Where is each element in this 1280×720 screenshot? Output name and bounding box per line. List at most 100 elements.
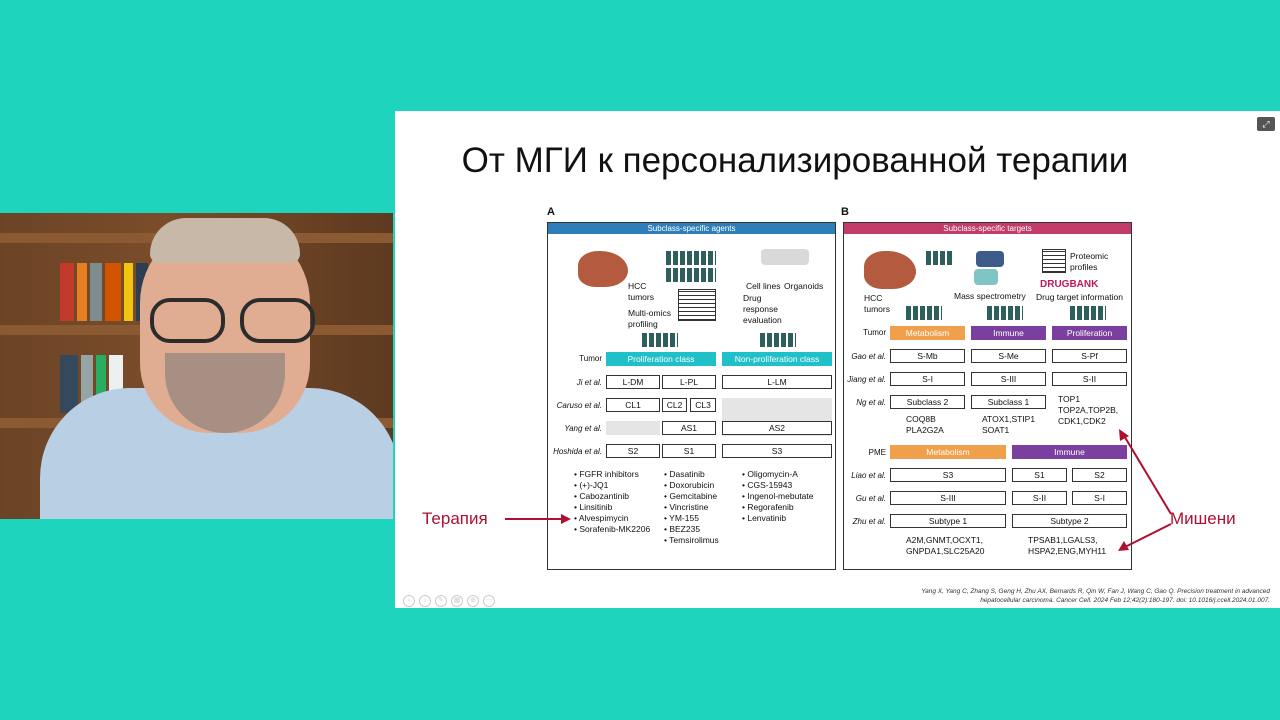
patients-icon [760, 333, 796, 347]
proteomic-grid-icon [1042, 249, 1066, 273]
cell: S-Pf [1052, 349, 1127, 363]
proliferation-header: Proliferation [1052, 326, 1127, 340]
panel-b-header: Subclass-specific targets [844, 223, 1131, 234]
panel-a-header: Subclass-specific agents [548, 223, 835, 234]
next-icon[interactable]: › [419, 595, 431, 607]
webcam-video [0, 213, 393, 519]
panel-b-letter: B [841, 206, 849, 218]
patients-icon [666, 268, 716, 282]
person-hair [150, 218, 300, 263]
row-label: Zhu et al. [852, 517, 886, 526]
ng-targets-2: ATOX1,STIP1 SOAT1 [982, 414, 1036, 435]
pme-metabolism-header: Metabolism [890, 445, 1006, 459]
cell: S1 [662, 444, 716, 458]
slide-title: От МГИ к персонализированной терапии [461, 141, 1129, 180]
cell: Subtype 2 [1012, 514, 1127, 528]
cell: AS2 [722, 421, 832, 435]
proteomic-label: Proteomic profiles [1070, 251, 1109, 272]
pen-icon[interactable]: ✎ [435, 595, 447, 607]
row-label: Hoshida et al. [553, 447, 602, 456]
cell: S3 [890, 468, 1006, 482]
omics-grid-icon [678, 289, 716, 321]
spectrometer-icon [976, 251, 1004, 267]
test-tubes-icon [761, 249, 809, 265]
cell: Subtype 1 [890, 514, 1006, 528]
glasses [150, 298, 320, 343]
ng-targets-1: COQ8B PLA2G2A [906, 414, 944, 435]
cell: S1 [1012, 468, 1067, 482]
patients-icon [926, 251, 954, 265]
panel-a: Subclass-specific agents HCC tumors Mult… [547, 222, 836, 570]
cell: AS1 [662, 421, 716, 435]
cell: S-Me [971, 349, 1046, 363]
expand-icon[interactable]: ⤢ [1257, 117, 1275, 131]
zhu-targets-1: A2M,GNMT,OCXT1, GNPDA1,SLC25A20 [906, 535, 985, 556]
hcc-label: HCC tumors [864, 293, 890, 314]
organoids-label: Organoids [784, 281, 824, 291]
sample-icon [974, 269, 998, 285]
therapy-arrow [505, 514, 571, 524]
drug-list-3: • Oligomycin-A• CGS-15943• Ingenol-mebut… [742, 469, 814, 523]
cell: Subclass 2 [890, 395, 965, 409]
slides-icon[interactable]: ▦ [451, 595, 463, 607]
patients-icon [1070, 306, 1106, 320]
metabolism-header: Metabolism [890, 326, 965, 340]
cell: S-II [1012, 491, 1067, 505]
cell: S3 [722, 444, 832, 458]
cell: L-PL [662, 375, 716, 389]
row-label: Yang et al. [564, 424, 602, 433]
targets-arrows [1118, 429, 1172, 551]
row-label: Ng et al. [856, 398, 886, 407]
row-tumor-label: Tumor [579, 354, 602, 363]
drug-target-label: Drug target information [1036, 292, 1123, 302]
cell: S-I [890, 372, 965, 386]
pme-immune-header: Immune [1012, 445, 1127, 459]
row-label: Gu et al. [855, 494, 886, 503]
row-tumor-label: Tumor [863, 328, 886, 337]
empty-cell [606, 421, 660, 435]
drugbank-logo: DRUGBANK [1040, 279, 1099, 290]
immune-header: Immune [971, 326, 1046, 340]
cell: Subclass 1 [971, 395, 1046, 409]
liver-icon [864, 251, 916, 289]
slide-toolbar: ‹ › ✎ ▦ ⊕ ⋯ [403, 595, 495, 607]
cell: S2 [1072, 468, 1127, 482]
hcc-label: HCC tumors [628, 281, 654, 302]
panel-a-letter: A [547, 206, 555, 218]
cell: S-Mb [890, 349, 965, 363]
more-icon[interactable]: ⋯ [483, 595, 495, 607]
drug-list-1: • FGFR inhibitors• (+)-JQ1• Cabozantinib… [574, 469, 651, 534]
citation: Yang X, Yang C, Zhang S, Geng H, Zhu AX,… [921, 588, 1270, 604]
row-label: Jiang et al. [847, 375, 886, 384]
ng-targets-3: TOP1 TOP2A,TOP2B, CDK1,CDK2 [1058, 394, 1119, 426]
presentation-slide: ⤢ От МГИ к персонализированной терапии A… [395, 111, 1280, 608]
proliferation-class-header: Proliferation class [606, 352, 716, 366]
drug-list-2: • Dasatinib• Doxorubicin• Gemcitabine • … [664, 469, 719, 545]
zhu-targets-2: TPSAB1,LGALS3, HSPA2,ENG,MYH11 [1028, 535, 1107, 556]
cell: S2 [606, 444, 660, 458]
patients-icon [987, 306, 1023, 320]
patients-icon [906, 306, 942, 320]
cell: S-I [1072, 491, 1127, 505]
cell: S-III [971, 372, 1046, 386]
cell: CL1 [606, 398, 660, 412]
row-label: Liao et al. [851, 471, 886, 480]
cell: S-III [890, 491, 1006, 505]
row-label: Ji et al. [576, 378, 602, 387]
prev-icon[interactable]: ‹ [403, 595, 415, 607]
cell-lines-label: Cell lines [746, 281, 781, 291]
non-proliferation-class-header: Non-proliferation class [722, 352, 832, 366]
patients-icon [642, 333, 678, 347]
multiomics-label: Multi-omics profiling [628, 308, 671, 329]
therapy-label: Терапия [422, 509, 488, 528]
zoom-icon[interactable]: ⊕ [467, 595, 479, 607]
cell: CL2 [662, 398, 687, 412]
mass-spec-label: Mass spectrometry [954, 291, 1026, 301]
patients-icon [666, 251, 716, 265]
row-label: Caruso et al. [556, 401, 602, 410]
figure: A Subclass-specific agents HCC tumors Mu… [543, 206, 1133, 578]
row-label: Gao et al. [851, 352, 886, 361]
panel-b: Subclass-specific targets HCC tumors Mas… [843, 222, 1132, 570]
targets-label: Мишени [1170, 509, 1236, 528]
row-pme-label: PME [868, 448, 886, 457]
